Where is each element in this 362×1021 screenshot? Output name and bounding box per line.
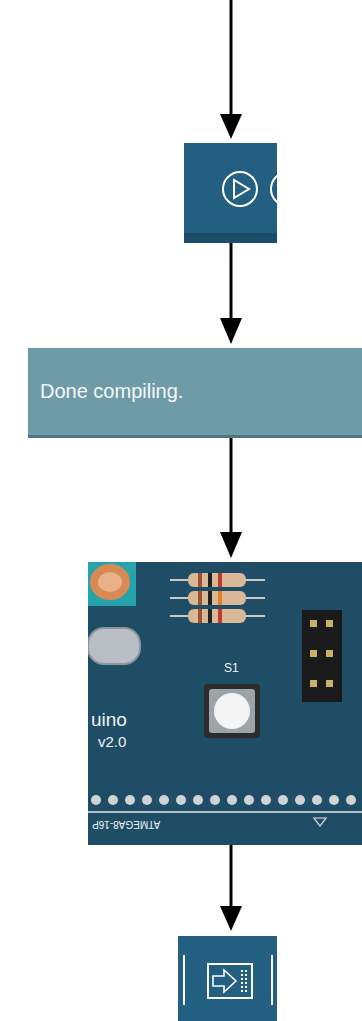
status-text: Done compiling. bbox=[40, 380, 350, 403]
resistor-symbol bbox=[170, 573, 265, 623]
arrow-head bbox=[220, 532, 242, 558]
arrow-head bbox=[220, 906, 242, 931]
board-version: v2.0 bbox=[98, 734, 126, 749]
board-name: uino bbox=[91, 710, 127, 729]
push-button bbox=[204, 684, 260, 738]
pin-row bbox=[91, 795, 356, 805]
board-photo bbox=[88, 562, 362, 845]
chip-name: ATMEGA8-16P bbox=[92, 819, 160, 829]
arrow-shaft bbox=[230, 438, 233, 536]
arrow-head bbox=[220, 114, 242, 139]
arrow-shaft bbox=[230, 845, 233, 910]
part-name: S1 bbox=[224, 662, 239, 674]
verify-icon bbox=[184, 143, 362, 243]
arrow-shaft bbox=[230, 0, 233, 118]
upload-icon bbox=[178, 936, 277, 1021]
arrow-head bbox=[220, 318, 242, 344]
status-band: Done compiling. bbox=[28, 348, 362, 438]
pin-header bbox=[302, 610, 342, 702]
arrow-shaft bbox=[230, 243, 233, 322]
